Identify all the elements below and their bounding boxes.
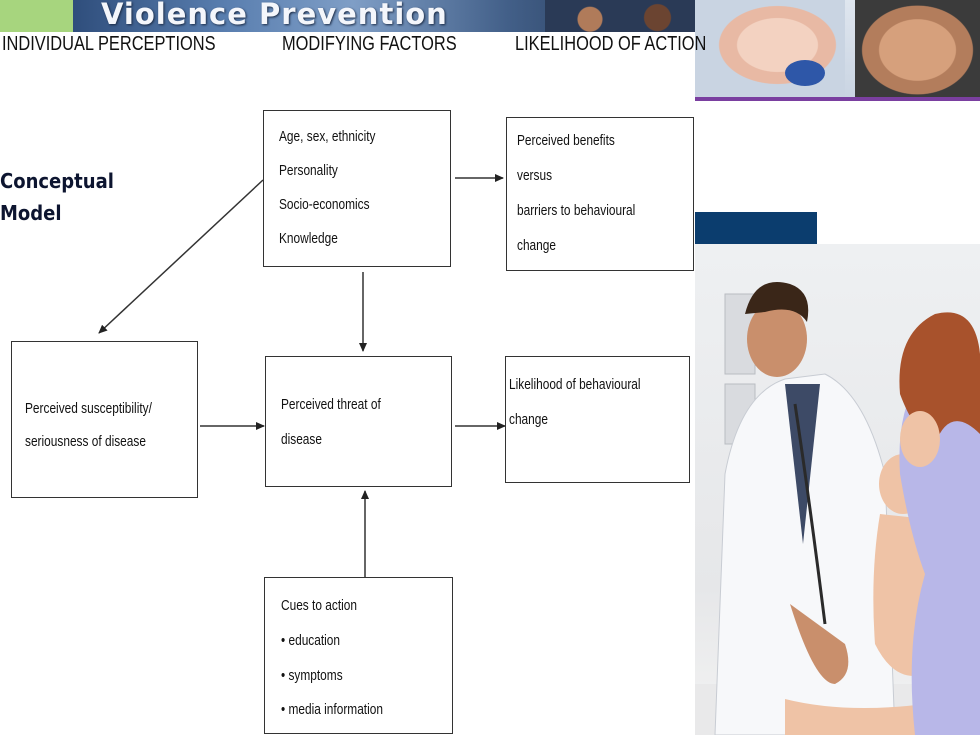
arrow-factors-to-susceptibility	[98, 179, 264, 334]
factor-age-sex-ethnicity: Age, sex, ethnicity	[279, 129, 376, 145]
diagram-connectors	[98, 174, 506, 577]
threat-line2: disease	[281, 432, 322, 448]
threat-line1: Perceived threat of	[281, 397, 381, 413]
benefits-line4: change	[517, 238, 557, 254]
box-perceived-susceptibility: Perceived susceptibility/ seriousness of…	[11, 341, 198, 498]
susceptibility-line2: seriousness of disease	[25, 434, 146, 450]
susceptibility-line1: Perceived susceptibility/	[25, 401, 152, 417]
banner: Violence Prevention	[73, 0, 695, 32]
baby-face-image	[695, 0, 845, 100]
benefits-line3: barriers to behavioural	[517, 203, 636, 219]
doctor-photo-illustration	[695, 282, 980, 735]
box-modifying-factors: Age, sex, ethnicity Personality Socio-ec…	[263, 110, 451, 267]
likelihood-line1: Likelihood of behavioural	[509, 377, 641, 393]
banner-title: Violence Prevention	[101, 0, 448, 31]
man-face-image	[855, 0, 980, 100]
box-perceived-threat: Perceived threat of disease	[265, 356, 452, 487]
factor-personality: Personality	[279, 163, 338, 179]
header-individual-perceptions: INDIVIDUAL PERCEPTIONS	[2, 33, 216, 55]
top-photo	[695, 0, 980, 100]
slide-title-line2: Model	[0, 201, 62, 225]
cues-title: Cues to action	[281, 598, 358, 614]
header-modifying-factors: MODIFYING FACTORS	[282, 33, 457, 55]
likelihood-line2: change	[509, 412, 549, 428]
box-likelihood-of-change: Likelihood of behavioural change	[505, 356, 690, 483]
banner-accent-block	[0, 0, 73, 32]
photo-strip	[695, 97, 980, 101]
header-likelihood-of-action: LIKELIHOOD OF ACTION	[515, 33, 707, 55]
box-perceived-benefits: Perceived benefits versus barriers to be…	[506, 117, 694, 271]
benefits-line2: versus	[517, 168, 553, 184]
factor-knowledge: Knowledge	[279, 231, 338, 247]
cue-media-information: • media information	[281, 702, 383, 718]
factor-socio-economics: Socio-economics	[279, 197, 370, 213]
slide-title: Conceptual Model	[0, 165, 114, 229]
doctor-photo	[695, 244, 980, 735]
slide-title-line1: Conceptual	[0, 169, 114, 193]
cue-education: • education	[281, 633, 341, 649]
pacifier-image	[785, 60, 825, 86]
box-cues-to-action: Cues to action • education • symptoms • …	[264, 577, 453, 734]
banner-photo	[545, 0, 695, 32]
benefits-line1: Perceived benefits	[517, 133, 615, 149]
navy-bar	[695, 212, 817, 244]
cue-symptoms: • symptoms	[281, 668, 343, 684]
